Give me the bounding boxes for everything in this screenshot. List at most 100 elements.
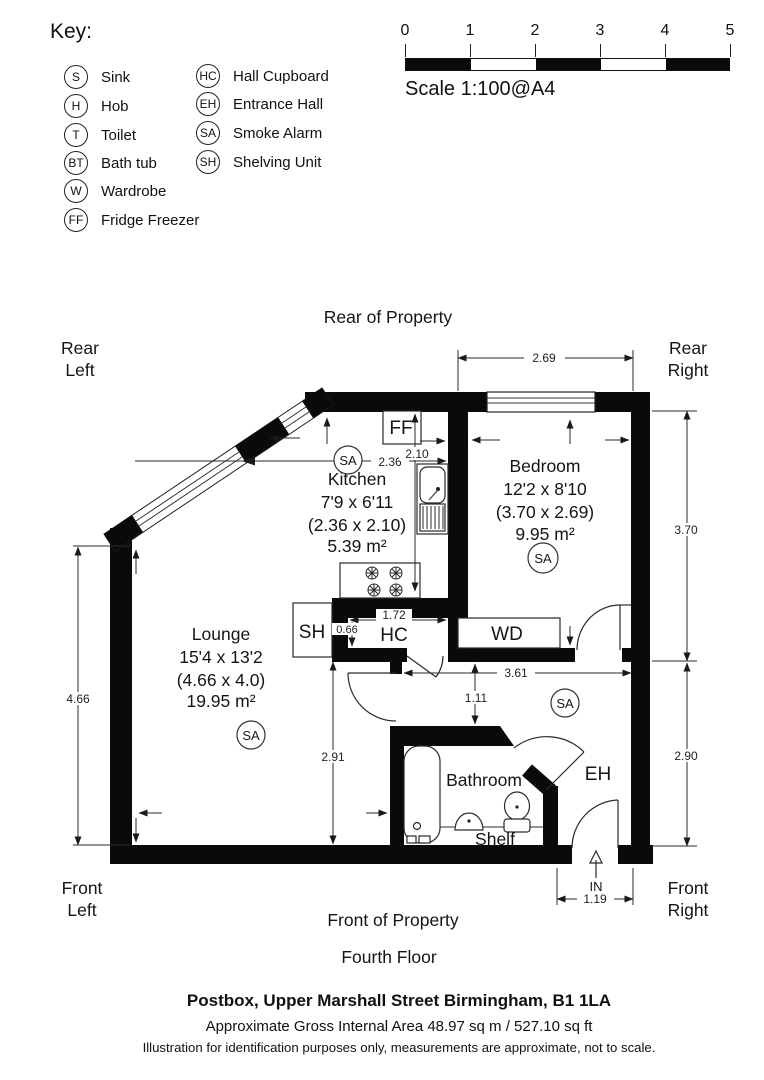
key-label: Entrance Hall xyxy=(233,95,324,113)
front-of-property-label: Front of Property xyxy=(327,910,459,930)
room-labels: Kitchen 7'9 x 6'11 (2.36 x 2.10) 5.39 m²… xyxy=(177,418,611,849)
lounge-door xyxy=(347,672,397,722)
dim-cupboard-height: 0.66 xyxy=(336,624,357,636)
key-label: Wardrobe xyxy=(101,182,167,200)
scale-tick-label: 0 xyxy=(400,22,410,39)
key-label: Toilet xyxy=(101,126,137,144)
hob xyxy=(339,562,421,599)
bedroom-metric: (3.70 x 2.69) xyxy=(496,502,594,522)
key-item-bathtub: BT Bath tub xyxy=(64,151,157,175)
scale-tick xyxy=(665,44,666,57)
bedroom-name: Bedroom xyxy=(509,456,580,476)
scale-tick-label: 2 xyxy=(530,22,540,39)
dim-corridor-width: 1.11 xyxy=(465,691,488,705)
rear-right-label: Right xyxy=(668,360,709,380)
scale-tick-label: 1 xyxy=(465,22,475,39)
kitchen-metric: (2.36 x 2.10) xyxy=(308,515,406,535)
fridge-freezer-icon: FF xyxy=(64,208,88,232)
key-label: Bath tub xyxy=(101,154,157,172)
scale-segment xyxy=(406,59,471,70)
diagonal-window-wall xyxy=(103,387,334,552)
scale-tick xyxy=(405,44,406,57)
hob-icon: H xyxy=(64,94,88,118)
scale-segment xyxy=(536,59,601,70)
scale-bar-ruler xyxy=(405,58,730,71)
key-title: Key: xyxy=(50,20,93,43)
front-left-label: Front xyxy=(62,878,103,898)
walls xyxy=(110,392,653,864)
dim-cupboard-width: 1.72 xyxy=(382,608,406,622)
doors xyxy=(347,604,631,849)
bath-tub xyxy=(403,745,441,844)
dim-lounge-height: 2.91 xyxy=(321,750,345,764)
key-item-sink: S Sink xyxy=(64,65,130,89)
witness-arrows xyxy=(132,417,630,843)
shelving-unit-label: SH xyxy=(299,622,325,643)
entry-in-label: IN xyxy=(590,879,603,894)
entry-door xyxy=(571,799,619,849)
toilet-icon: T xyxy=(64,123,88,147)
kitchen-name: Kitchen xyxy=(328,469,386,489)
lounge-name: Lounge xyxy=(192,624,250,644)
scale-tick xyxy=(470,44,471,57)
entry-in-marker: IN xyxy=(589,849,603,894)
key-label: Smoke Alarm xyxy=(233,124,323,142)
dim-kitchen-width: 2.36 xyxy=(378,455,402,469)
lounge-metric: (4.66 x 4.0) xyxy=(177,670,266,690)
dim-hall-width: 3.61 xyxy=(504,666,528,680)
bedroom-area: 9.95 m² xyxy=(515,524,574,544)
shelf-label: Shelf xyxy=(475,829,515,849)
key-label: Hall Cupboard xyxy=(233,67,329,85)
key-item-smoke-alarm: SA Smoke Alarm xyxy=(196,121,322,145)
scale-bar: 0 1 2 3 4 5 Scale 1:100@A4 xyxy=(395,22,740,132)
key-item-hall-cupboard: HC Hall Cupboard xyxy=(196,64,329,88)
key-label: Hob xyxy=(101,97,129,115)
dim-hall-height: 2.90 xyxy=(674,749,698,763)
wardrobe-box xyxy=(457,617,561,649)
key-item-fridge-freezer: FF Fridge Freezer xyxy=(64,208,199,232)
bathroom-name: Bathroom xyxy=(446,770,522,790)
disclaimer: Illustration for identification purposes… xyxy=(142,1040,656,1055)
front-left-label: Left xyxy=(67,900,96,920)
orientation-labels: Rear of Property Rear Left Rear Right Fr… xyxy=(61,307,709,967)
rear-left-label: Left xyxy=(65,360,94,380)
dim-kitchen-height: 2.10 xyxy=(405,447,429,461)
rear-right-label: Rear xyxy=(669,338,707,358)
dim-lounge-left: 4.66 xyxy=(66,692,90,706)
lounge-area: 19.95 m² xyxy=(186,691,255,711)
hall-cupboard-icon: HC xyxy=(196,64,220,88)
key-item-toilet: T Toilet xyxy=(64,123,136,147)
smoke-alarm-icon: SA xyxy=(242,728,260,743)
scale-tick xyxy=(730,44,731,57)
hall-cupboard-label: HC xyxy=(380,625,407,646)
front-right-label: Front xyxy=(668,878,709,898)
property-address: Postbox, Upper Marshall Street Birmingha… xyxy=(186,991,612,1010)
sink-icon: S xyxy=(64,65,88,89)
scale-segment xyxy=(666,59,729,70)
dim-entry-width: 1.19 xyxy=(583,892,607,906)
dimension-labels: 2.69 3.70 2.90 1.19 4.66 2.36 2.10 1.72 … xyxy=(58,351,707,906)
lounge-imperial: 15'4 x 13'2 xyxy=(179,647,263,667)
shelving-unit-icon: SH xyxy=(196,150,220,174)
scale-tick-label: 3 xyxy=(595,22,605,39)
wardrobe-label: WD xyxy=(491,624,523,645)
key-label: Fridge Freezer xyxy=(101,211,200,229)
rear-of-property-label: Rear of Property xyxy=(324,307,453,327)
key-item-entrance-hall: EH Entrance Hall xyxy=(196,92,323,116)
key-item-shelving-unit: SH Shelving Unit xyxy=(196,150,321,174)
key-item-hob: H Hob xyxy=(64,94,129,118)
entrance-hall-label: EH xyxy=(585,764,611,785)
scale-tick-label: 5 xyxy=(725,22,735,39)
smoke-alarm-icon: SA xyxy=(339,453,357,468)
toilet xyxy=(503,791,531,833)
key-label: Shelving Unit xyxy=(233,153,322,171)
rear-left-label: Rear xyxy=(61,338,99,358)
kitchen-imperial: 7'9 x 6'11 xyxy=(321,492,394,512)
entrance-hall-icon: EH xyxy=(196,92,220,116)
front-right-label: Right xyxy=(668,900,709,920)
bathroom-door xyxy=(513,736,585,791)
bathroom-basin xyxy=(454,812,484,831)
bedroom-door xyxy=(576,604,631,651)
fridge-freezer-label: FF xyxy=(389,418,412,439)
